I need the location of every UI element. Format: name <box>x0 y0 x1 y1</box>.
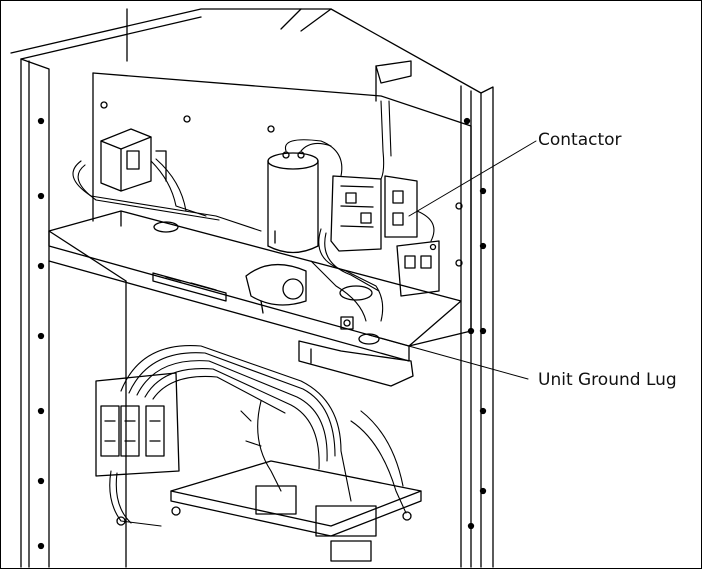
unit-ground-lug <box>340 316 354 330</box>
lower-wiring <box>109 344 407 527</box>
ground-lug-callout: Unit Ground Lug <box>538 370 677 390</box>
cabinet-housing <box>10 8 494 568</box>
wire-bracket <box>375 60 412 102</box>
circuit-breakers <box>95 372 180 477</box>
label-plate <box>152 272 227 302</box>
terminal-plate <box>116 460 422 562</box>
rail-holes <box>37 117 487 550</box>
run-capacitor <box>267 151 319 254</box>
leader-lines <box>368 140 537 380</box>
fan-capacitor <box>245 263 307 314</box>
contactor-callout: Contactor <box>538 130 622 150</box>
upper-control-panel <box>48 72 472 362</box>
contactor <box>330 175 418 252</box>
lower-bracket <box>298 340 414 387</box>
relay <box>396 240 440 297</box>
transformer <box>100 128 167 192</box>
upper-wiring <box>72 100 435 322</box>
ground-lug-leader <box>368 334 529 380</box>
contactor-leader <box>408 140 537 217</box>
